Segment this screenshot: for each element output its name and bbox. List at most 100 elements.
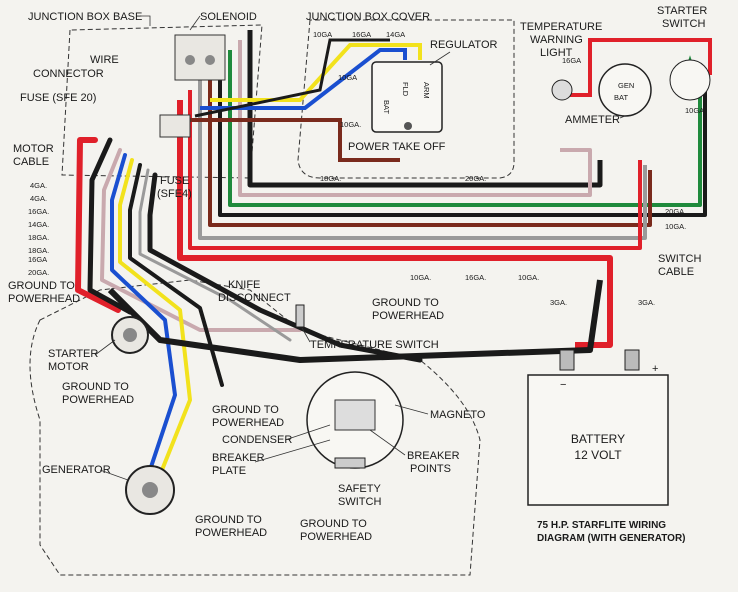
wire-red-battery — [177, 100, 613, 348]
temperature-switch — [295, 304, 305, 328]
wire-black-switch-2 — [218, 60, 707, 217]
leader-regulator — [429, 51, 451, 66]
motor-cable-harness — [75, 137, 423, 477]
gauge-cable-20: 20GA. — [465, 174, 486, 183]
leader-breaker-plate — [254, 439, 331, 463]
wire-red-starter — [560, 38, 712, 97]
junction-box-base-outline — [61, 24, 263, 179]
label-temperature-warning-2: WARNING — [530, 34, 583, 46]
gauge-motor-16b: 16GA — [28, 255, 47, 264]
regulator-body — [371, 61, 443, 133]
wire-yellow-motor — [118, 158, 192, 477]
regulator-bat-terminal: BAT — [382, 100, 391, 114]
regulator-arm-terminal: ARM — [422, 82, 431, 99]
battery-voltage: 12 VOLT — [574, 448, 622, 462]
gauge-cable-18: 18GA. — [320, 174, 341, 183]
leader-breaker-points — [369, 429, 406, 456]
gauge-batt-3b: 3GA. — [638, 298, 655, 307]
gauge-light-16: 16GA — [562, 56, 581, 65]
generator-hub — [142, 482, 158, 498]
label-ground-powerhead-top-1: GROUND TO — [372, 297, 439, 309]
label-ground-powerhead-gen-1: GROUND TO — [195, 514, 262, 526]
solenoid-terminal-a — [185, 55, 195, 65]
leader-lines — [94, 15, 626, 481]
gauge-motor-4a: 4GA. — [30, 181, 47, 190]
enclosure-outlines — [29, 19, 515, 576]
label-breaker-plate-1: BREAKER — [212, 452, 265, 464]
safety-switch — [334, 457, 366, 469]
ammeter-dial — [598, 63, 652, 117]
gauge-labels: 10GA 16GA 14GA 10GA 10GA. 16GA 10GA. 18G… — [28, 30, 706, 307]
label-ammeter: AMMETER — [565, 114, 620, 126]
wire-blue-cover — [200, 48, 407, 110]
battery-neg-post — [559, 349, 575, 371]
battery-pos-post — [624, 349, 640, 371]
leader-solenoid — [189, 15, 201, 31]
label-safety-switch-2: SWITCH — [338, 496, 381, 508]
label-ground-powerhead-mid-1: GROUND TO — [212, 404, 279, 416]
wire-black-motor — [87, 137, 133, 315]
leader-magneto — [394, 404, 429, 415]
gauge-motor-4b: 4GA. — [30, 194, 47, 203]
label-ground-powerhead-mid-2: POWERHEAD — [212, 417, 284, 429]
leader-temp-switch — [301, 327, 311, 343]
starter-switch — [669, 59, 711, 101]
label-wire-connector-1: WIRE — [90, 54, 119, 66]
fuse-block — [159, 114, 191, 138]
label-fuse-sfe4-2: (SFE4) — [157, 188, 192, 200]
solenoid-terminal-b — [205, 55, 215, 65]
leader-starter-motor — [94, 339, 116, 356]
starter-switch-body — [669, 59, 711, 101]
label-fuse-sfe20: FUSE (SFE 20) — [20, 92, 96, 104]
battery-neg-mark: − — [560, 379, 566, 391]
label-starter-switch-1: STARTER — [657, 5, 707, 17]
wire-gray-motor — [138, 168, 292, 342]
label-generator: GENERATOR — [42, 464, 111, 476]
label-wire-connector-2: CONNECTOR — [33, 68, 104, 80]
label-ground-powerhead-gen-2: POWERHEAD — [195, 527, 267, 539]
label-power-take-off: POWER TAKE OFF — [348, 141, 446, 153]
label-ground-powerhead-top-2: POWERHEAD — [372, 310, 444, 322]
battery-body — [527, 374, 669, 506]
temperature-warning-light — [551, 79, 573, 101]
wire-blue-motor — [110, 153, 177, 472]
label-regulator: REGULATOR — [430, 39, 497, 51]
label-ground-powerhead-bot-1: GROUND TO — [300, 518, 367, 530]
battery: − + BATTERY 12 VOLT — [527, 349, 669, 506]
wire-gray-switch — [198, 80, 647, 240]
generator — [125, 465, 175, 515]
label-breaker-points-2: POINTS — [410, 463, 451, 475]
ammeter: GEN BAT — [598, 63, 652, 117]
label-junction-box-cover: JUNCTION BOX COVER — [306, 11, 430, 23]
label-solenoid: SOLENOID — [200, 11, 257, 23]
magneto — [306, 371, 404, 469]
label-magneto: MAGNETO — [430, 409, 486, 421]
regulator-fld-terminal: FLD — [401, 82, 410, 97]
wire-green-switch — [228, 50, 702, 207]
gauge-cover-10a: 10GA — [313, 30, 332, 39]
leader-condenser — [284, 424, 331, 441]
gauge-motor-14: 14GA. — [28, 220, 49, 229]
label-starter-motor-1: STARTER — [48, 348, 98, 360]
wire-black-magneto — [147, 172, 423, 363]
label-condenser: CONDENSER — [222, 434, 292, 446]
leader-junction-box-base — [140, 15, 151, 26]
label-temperature-switch: TEMPERATURE SWITCH — [310, 339, 439, 351]
powerhead-outline — [29, 279, 481, 576]
cover-wiring — [180, 38, 712, 162]
caption-line-1: 75 H.P. STARFLITE WIRING — [537, 520, 666, 531]
component-labels: JUNCTION BOX BASE SOLENOID JUNCTION BOX … — [8, 5, 707, 544]
caption-line-2: DIAGRAM (WITH GENERATOR) — [537, 533, 686, 544]
gauge-starter-10: 10GA. — [685, 106, 706, 115]
label-starter-switch-2: SWITCH — [662, 18, 705, 30]
leader-generator — [99, 469, 129, 481]
solenoid-body — [174, 34, 226, 81]
label-safety-switch-1: SAFETY — [338, 483, 381, 495]
leader-ammeter — [619, 115, 626, 119]
wire-black-cover — [194, 38, 390, 118]
gauge-motor-20: 20GA. — [28, 268, 49, 277]
wire-brown-switch — [208, 70, 652, 227]
wire-black-motor-2 — [128, 163, 224, 387]
solenoid — [174, 34, 226, 81]
